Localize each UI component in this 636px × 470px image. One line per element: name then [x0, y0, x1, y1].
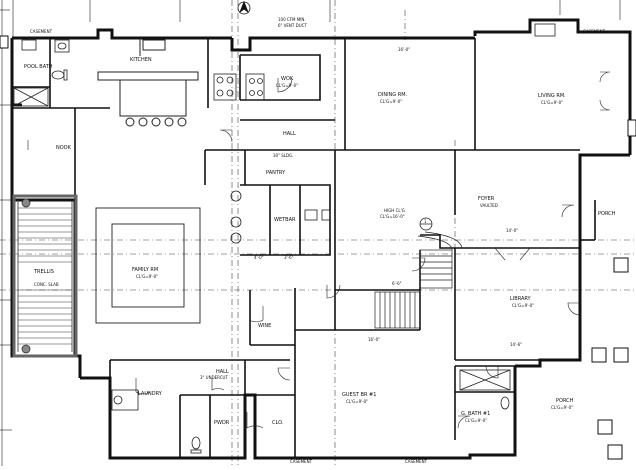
room-label-g-bath: G. BATH #1	[461, 411, 491, 417]
room-ceiling-dining: CL'G=9'-0"	[380, 99, 403, 104]
room-label-pantry: PANTRY	[266, 170, 286, 176]
room-ceiling-wok: CL'G=9'-0"	[276, 83, 299, 88]
room-label-hall-upper: HALL	[283, 131, 296, 137]
door-swing-icon	[27, 71, 611, 429]
family-room-ceiling	[95, 207, 201, 324]
room-ceiling-high-clg: CL'G=16'-0"	[380, 214, 405, 219]
dim-stairs: 6'-6"	[392, 281, 402, 286]
dim-wetbar-a: 4'-0"	[254, 255, 264, 260]
interior-walls	[12, 38, 596, 458]
dim-foyer: 14'-0"	[506, 228, 519, 233]
wetbar-fixtures	[230, 190, 331, 244]
room-label-living: LIVING RM.	[538, 93, 566, 99]
room-ceiling-living: CL'G=9'-0"	[541, 100, 564, 105]
room-ceiling-guest-br: CL'G=9'-0"	[346, 399, 369, 404]
room-ceiling-porch-lower: CL'G=9'-0"	[551, 405, 574, 410]
room-label-kitchen: KITCHEN	[130, 57, 152, 63]
sink-icon	[13, 23, 556, 411]
room-label-dining: DINING RM.	[378, 92, 408, 98]
room-sub-foyer: VAULTED	[480, 203, 498, 208]
room-label-foyer: FOYER	[478, 196, 495, 202]
room-label-porch-lower: PORCH	[556, 398, 574, 404]
room-label-high-clg: HIGH CL'G	[384, 208, 405, 213]
room-label-wetbar: WETBAR	[274, 217, 296, 223]
note-vent: 100 CFM MIN.	[278, 17, 306, 22]
room-label-guest-br: GUEST BR #1	[342, 392, 377, 398]
toilet-icon	[51, 69, 510, 454]
detail-marker-label: 1	[424, 219, 427, 224]
detail-marker	[419, 217, 433, 231]
room-label-wok: WOK	[281, 76, 294, 82]
room-label-laundry: LAUNDRY	[138, 391, 162, 397]
room-ceiling-g-bath: CL'G=9'-0"	[465, 418, 488, 423]
range-burner-icon	[213, 73, 265, 101]
exterior-posts	[0, 35, 636, 460]
note-vent-2: 6" VENT DUCT	[278, 23, 307, 28]
kitchen-island	[97, 38, 199, 127]
room-sub-trellis: CONC. SLAB	[34, 282, 59, 287]
note-casement-top-right: CASEMENT	[583, 29, 606, 34]
dim-wetbar-b: 3'-6"	[284, 255, 294, 260]
room-label-trellis: TRELLIS	[34, 269, 54, 275]
north-arrow-icon	[237, 0, 251, 15]
trellis-area	[12, 194, 78, 358]
note-undercut: 3" UNDERCUT	[200, 375, 228, 380]
room-label-wine: WINE	[258, 323, 272, 329]
room-ceiling-family: CL'G=9'-0"	[136, 274, 159, 279]
room-label-nook: NOOK	[56, 145, 71, 151]
note-casement-top-left: CASEMENT	[30, 29, 53, 34]
pantry-door-note: 30" SLDG.	[273, 153, 294, 158]
note-casement-bottom-right: CASEMENT	[405, 459, 428, 464]
room-label-porch-right: PORCH	[598, 211, 616, 217]
room-label-library: LIBRARY	[510, 296, 531, 302]
dim-dining: 16'-0"	[398, 47, 411, 52]
room-label-family: FAMILY RM	[132, 267, 159, 273]
room-ceiling-library: CL'G=9'-0"	[512, 303, 535, 308]
room-label-hall-lower: HALL	[216, 369, 229, 375]
dim-library: 14'-6"	[510, 342, 523, 347]
room-label-pool-bath: POOL BATH	[24, 64, 53, 70]
room-label-pwdr: PWDR	[214, 420, 230, 426]
dim-guest: 16'-0"	[368, 337, 381, 342]
room-label-clo: CLO.	[272, 420, 284, 426]
note-casement-bottom: CASEMENT	[290, 459, 313, 464]
stair-icon	[374, 231, 463, 329]
